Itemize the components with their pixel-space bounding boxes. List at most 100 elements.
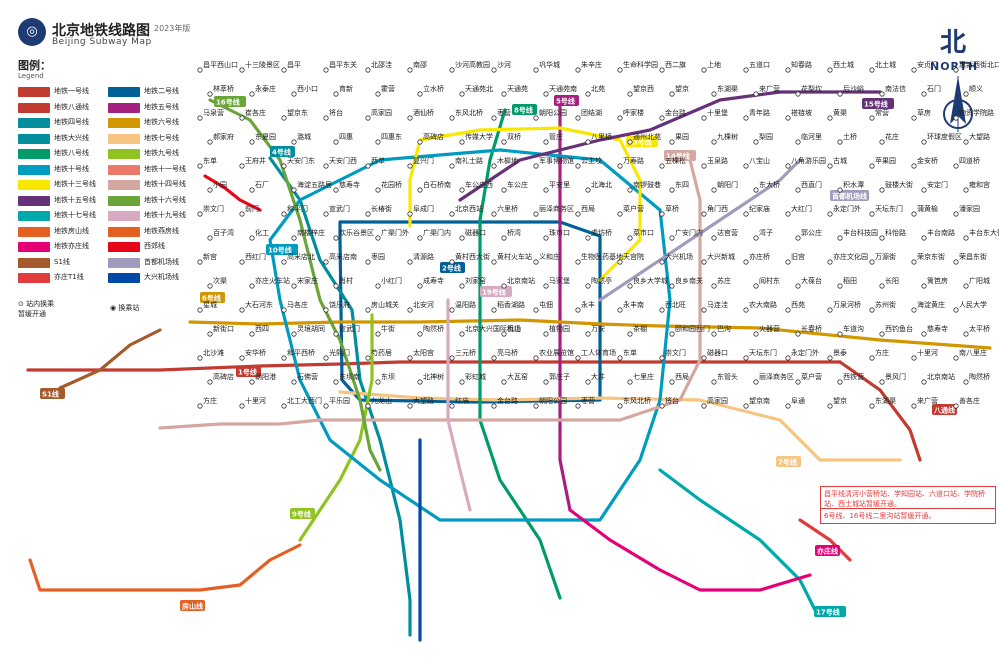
- station[interactable]: 生物医药基地: [575, 252, 623, 265]
- station-dot[interactable]: [837, 283, 843, 289]
- station[interactable]: 珠市口: [543, 228, 570, 241]
- station-dot[interactable]: [533, 67, 539, 73]
- station[interactable]: 天通苑: [501, 84, 528, 97]
- station-dot[interactable]: [207, 91, 213, 97]
- station-dot[interactable]: [785, 403, 791, 409]
- station-dot[interactable]: [743, 259, 749, 265]
- station[interactable]: 亦庄火车站: [249, 276, 290, 289]
- station[interactable]: 四惠: [333, 132, 353, 145]
- station-dot[interactable]: [617, 115, 623, 121]
- station-dot[interactable]: [533, 115, 539, 121]
- station[interactable]: 四道桥: [953, 156, 980, 169]
- station[interactable]: 东夏园: [249, 132, 276, 145]
- station-dot[interactable]: [375, 91, 381, 97]
- station-dot[interactable]: [543, 283, 549, 289]
- station-dot[interactable]: [333, 331, 339, 337]
- station-dot[interactable]: [281, 163, 287, 169]
- station-dot[interactable]: [795, 379, 801, 385]
- station[interactable]: 星城: [197, 301, 217, 313]
- station[interactable]: 北工大西门: [281, 396, 322, 409]
- station-dot[interactable]: [333, 187, 339, 193]
- station[interactable]: 昌平: [281, 61, 301, 73]
- station[interactable]: 土桥: [837, 132, 857, 145]
- station-dot[interactable]: [249, 283, 255, 289]
- station-dot[interactable]: [501, 379, 507, 385]
- station-dot[interactable]: [795, 187, 801, 193]
- station-dot[interactable]: [921, 187, 927, 193]
- station-dot[interactable]: [617, 163, 623, 169]
- station[interactable]: 景风门: [879, 372, 906, 385]
- station-dot[interactable]: [837, 379, 843, 385]
- station-dot[interactable]: [753, 139, 759, 145]
- station-dot[interactable]: [249, 331, 255, 337]
- station[interactable]: 永定门外: [785, 348, 819, 361]
- station-dot[interactable]: [659, 403, 665, 409]
- station-dot[interactable]: [323, 115, 329, 121]
- station[interactable]: 古城: [827, 156, 847, 169]
- station-dot[interactable]: [869, 259, 875, 265]
- station[interactable]: 西直门: [795, 180, 822, 193]
- station[interactable]: 磁器口: [701, 348, 728, 361]
- station[interactable]: 来广营: [753, 84, 780, 97]
- station[interactable]: 生命科学园: [617, 60, 658, 73]
- station-dot[interactable]: [963, 331, 969, 337]
- station-dot[interactable]: [701, 355, 707, 361]
- station-dot[interactable]: [669, 91, 675, 97]
- station-dot[interactable]: [323, 67, 329, 73]
- station-dot[interactable]: [753, 187, 759, 193]
- station-dot[interactable]: [879, 139, 885, 145]
- station-dot[interactable]: [365, 403, 371, 409]
- station[interactable]: 霍营: [375, 84, 395, 97]
- station[interactable]: 天通苑南: [543, 84, 577, 97]
- station-dot[interactable]: [659, 163, 665, 169]
- station[interactable]: 磁器口: [459, 228, 486, 241]
- station[interactable]: 阜成门: [407, 204, 434, 217]
- station[interactable]: 望京南: [743, 396, 770, 409]
- station[interactable]: 金安桥: [911, 156, 938, 169]
- station-dot[interactable]: [879, 331, 885, 337]
- station[interactable]: 光熙门: [323, 348, 350, 361]
- station-dot[interactable]: [407, 67, 413, 73]
- station[interactable]: 西土城: [827, 60, 854, 73]
- station[interactable]: 大瓦窑: [501, 372, 528, 385]
- station[interactable]: 新街口: [207, 324, 234, 337]
- station[interactable]: 西局: [669, 373, 689, 385]
- station-dot[interactable]: [491, 211, 497, 217]
- station[interactable]: 东坝: [375, 372, 395, 385]
- station[interactable]: 安华桥: [239, 348, 266, 361]
- station-dot[interactable]: [575, 67, 581, 73]
- station[interactable]: 大望路: [963, 132, 990, 145]
- station-dot[interactable]: [375, 379, 381, 385]
- station-dot[interactable]: [501, 91, 507, 97]
- station-dot[interactable]: [753, 283, 759, 289]
- station[interactable]: 双桥: [501, 132, 521, 145]
- station[interactable]: 林萃桥: [207, 84, 234, 97]
- station-dot[interactable]: [333, 283, 339, 289]
- station[interactable]: 花庄: [879, 132, 899, 145]
- station[interactable]: 北京大兴国际机场: [459, 324, 521, 337]
- station-dot[interactable]: [375, 331, 381, 337]
- station[interactable]: 新宫: [197, 252, 217, 265]
- station-dot[interactable]: [575, 403, 581, 409]
- station-dot[interactable]: [795, 283, 801, 289]
- station-dot[interactable]: [375, 283, 381, 289]
- station-dot[interactable]: [669, 235, 675, 241]
- station[interactable]: 菜市口: [627, 228, 654, 241]
- station[interactable]: 百子湾: [207, 228, 234, 241]
- station-dot[interactable]: [417, 235, 423, 241]
- station[interactable]: 北京西站: [449, 204, 483, 217]
- station-dot[interactable]: [753, 235, 759, 241]
- station[interactable]: 巴沟: [711, 324, 731, 337]
- station-dot[interactable]: [837, 331, 843, 337]
- station-dot[interactable]: [333, 91, 339, 97]
- station-dot[interactable]: [459, 91, 465, 97]
- station[interactable]: 北海北: [585, 180, 612, 193]
- station[interactable]: 十里河: [911, 348, 938, 361]
- station-dot[interactable]: [207, 139, 213, 145]
- station-dot[interactable]: [627, 91, 633, 97]
- station-dot[interactable]: [417, 379, 423, 385]
- station[interactable]: 安定门: [921, 180, 948, 193]
- station[interactable]: 高家园: [701, 396, 728, 409]
- station-dot[interactable]: [501, 187, 507, 193]
- station[interactable]: 马泉营: [197, 108, 224, 121]
